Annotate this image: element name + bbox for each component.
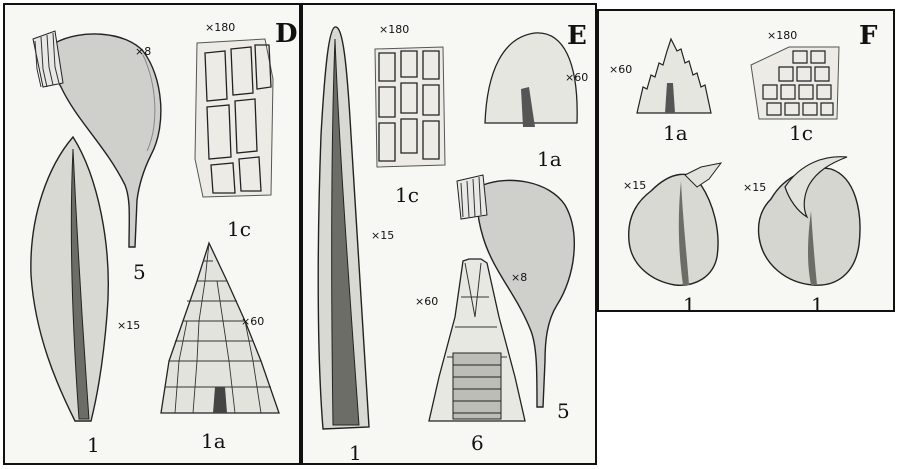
leaf-illustration xyxy=(27,135,117,425)
figure-e-1c-label: 1c xyxy=(395,183,419,207)
leaf-cells-illustration xyxy=(373,45,447,169)
leaf-apex-illustration xyxy=(483,31,583,127)
peristome-illustration xyxy=(425,257,529,427)
figure-f-1c-label: 1c xyxy=(789,121,813,145)
figure-f-1-right-magnification: ×15 xyxy=(743,181,767,194)
figure-d-5-magnification: ×8 xyxy=(135,45,152,58)
figure-e-6-magnification: ×60 xyxy=(415,295,439,308)
figure-f-1-right-label: 1 xyxy=(811,293,824,317)
figure-d-1a-label: 1a xyxy=(201,429,226,453)
leaf-cells-illustration xyxy=(193,39,277,199)
figure-e-1a-label: 1a xyxy=(537,147,562,171)
leaf-illustration xyxy=(313,25,373,435)
figure-f-1c-magnification: ×180 xyxy=(767,29,798,42)
figure-d-5-label: 5 xyxy=(133,260,146,284)
leaf-apex-illustration xyxy=(633,37,717,117)
figure-e-5-magnification: ×8 xyxy=(511,271,528,284)
figure-f-1-left-label: 1 xyxy=(683,293,696,317)
figure-e-5-label: 5 xyxy=(557,399,570,423)
figure-e-1-magnification: ×15 xyxy=(371,229,395,242)
figure-d-1-label: 1 xyxy=(87,433,100,457)
panel-e-letter: E xyxy=(567,21,587,51)
panel-e: E ×15 1 ×180 1c ×60 1a ×8 5 ×60 6 xyxy=(301,3,597,465)
leaf-apex-illustration xyxy=(157,241,287,421)
figure-d-1c-magnification: ×180 xyxy=(205,21,236,34)
panel-d: D ×8 5 ×180 1c ×15 1 ×60 1a xyxy=(3,3,301,465)
leaf-illustration xyxy=(751,151,867,291)
figure-d-1a-magnification: ×60 xyxy=(241,315,265,328)
figure-f-1a-magnification: ×60 xyxy=(609,63,633,76)
figure-e-1-label: 1 xyxy=(349,441,362,465)
figure-e-1a-magnification: ×60 xyxy=(565,71,589,84)
capsule-illustration xyxy=(25,25,175,255)
figure-e-1c-magnification: ×180 xyxy=(379,23,410,36)
figure-d-1c-label: 1c xyxy=(227,217,251,241)
leaf-illustration xyxy=(621,161,731,291)
panel-d-letter: D xyxy=(275,19,298,49)
figure-e-6-label: 6 xyxy=(471,431,484,455)
capsule-illustration xyxy=(453,171,583,411)
figure-f-1a-label: 1a xyxy=(663,121,688,145)
leaf-cells-illustration xyxy=(749,45,841,121)
panel-f-letter: F xyxy=(859,21,878,51)
figure-f-1-left-magnification: ×15 xyxy=(623,179,647,192)
panel-f: F ×60 1a ×180 1c ×15 1 ×15 1 xyxy=(597,9,895,317)
figure-d-1-magnification: ×15 xyxy=(117,319,141,332)
